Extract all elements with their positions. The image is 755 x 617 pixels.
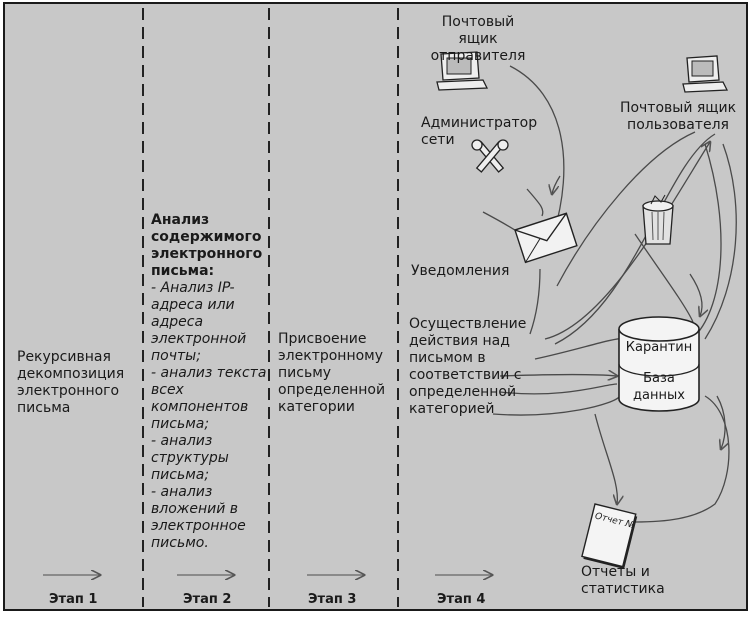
stage2-item: - анализ текста всех компонентов письма; xyxy=(151,365,267,432)
stage3-label: Этап 3 xyxy=(308,592,357,607)
diagram-frame: Отчет № Рекурсивная декомпозиция электро… xyxy=(3,2,748,611)
diagram-canvas: Отчет № xyxy=(43,8,737,607)
stage2-title: Анализ содержимого электронного письма: xyxy=(151,212,263,279)
user-mailbox-label: Почтовый ящик пользователя xyxy=(619,100,737,133)
stage2-item: - Анализ IP-адреса или адреса электронно… xyxy=(151,280,247,364)
stage1-text: Рекурсивная декомпозиция электронного пи… xyxy=(17,349,125,416)
stage1-label: Этап 1 xyxy=(49,592,98,607)
stage4-label: Этап 4 xyxy=(437,592,486,607)
admin-label: Администратор сети xyxy=(421,115,538,148)
notifications-label: Уведомления xyxy=(411,263,510,279)
trash-bin-icon xyxy=(642,194,674,245)
stage2-label: Этап 2 xyxy=(183,592,232,607)
database-label: База данных xyxy=(633,371,685,403)
report-document-icon: Отчет № xyxy=(581,503,638,569)
tools-icon xyxy=(471,139,509,173)
user-computer-icon xyxy=(682,55,729,93)
envelope-icon xyxy=(514,212,578,264)
sender-mailbox-label: Почтовый ящик отправителя xyxy=(430,14,526,64)
quarantine-label: Карантин xyxy=(625,340,693,355)
stage3-text: Присвоение электронному письму определен… xyxy=(278,331,386,415)
reports-label: Отчеты и статистика xyxy=(581,564,665,597)
stage2-text: Анализ содержимого электронного письма: … xyxy=(151,212,269,552)
sender-computer-icon xyxy=(436,51,489,91)
stage2-item: - анализ вложений в электронное письмо. xyxy=(151,484,246,551)
database-cylinder-icon xyxy=(618,316,700,412)
stage2-item: - анализ структуры письма; xyxy=(151,433,229,483)
stage4-text: Осуществление действия над письмом в соо… xyxy=(409,316,527,417)
